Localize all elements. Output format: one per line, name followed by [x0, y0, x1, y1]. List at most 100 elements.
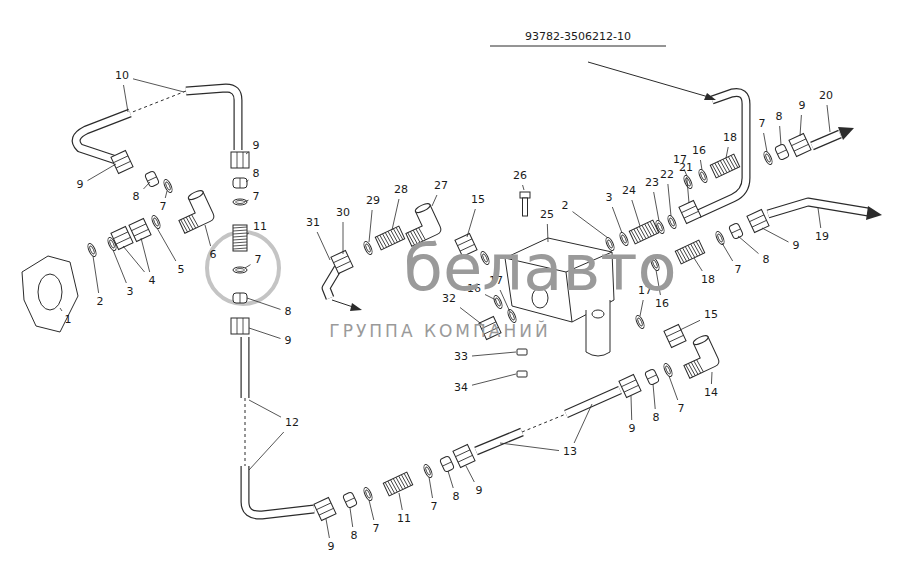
ring-part [697, 168, 708, 183]
callout-number: 22 [659, 169, 675, 181]
leader-line [669, 376, 678, 400]
callout-number: 10 [114, 70, 130, 82]
callout-number: 7 [758, 118, 767, 130]
callout-number: 9 [628, 423, 637, 435]
leader-line [762, 228, 789, 242]
callout-number: 7 [677, 403, 686, 415]
leader-line [317, 232, 330, 260]
ring-part [662, 362, 673, 377]
nut-part [440, 456, 455, 473]
thread-part [375, 226, 404, 250]
callout-number: 9 [284, 335, 293, 347]
leader-line [722, 243, 733, 261]
callout-number: 8 [252, 168, 261, 180]
callout-number: 25 [539, 209, 555, 221]
leader-line [738, 236, 759, 254]
callout-number: 33 [453, 351, 469, 363]
callout-number: 7 [159, 201, 168, 213]
leader-line [113, 250, 126, 283]
callout-number: 27 [433, 180, 449, 192]
leader-line [653, 384, 655, 409]
hex-part [314, 497, 336, 520]
leader-line [60, 308, 62, 311]
callout-number: 12 [284, 417, 300, 429]
leader-line [245, 265, 251, 268]
small-part [517, 349, 527, 355]
ring-part [162, 178, 173, 193]
callout-number: 17 [672, 154, 688, 166]
watermark-logo-text: белавто [403, 233, 676, 303]
leader-line [246, 152, 249, 154]
elbow-part [171, 189, 216, 233]
callout-number: 1 [64, 314, 73, 326]
callout-number: 28 [393, 184, 409, 196]
leader-line [680, 320, 700, 330]
callout-number: 11 [252, 221, 268, 233]
thread-part [233, 225, 247, 251]
callout-number: 16 [691, 145, 707, 157]
tube [245, 398, 246, 466]
tube [130, 91, 186, 113]
leader-line [631, 396, 633, 420]
callout-number: 7 [372, 523, 381, 535]
hex-part [111, 226, 133, 249]
callout-number: 26 [512, 170, 528, 182]
callout-number: 2 [561, 200, 570, 212]
hex-part [129, 218, 151, 241]
arrow-head [838, 127, 854, 140]
small-part [517, 371, 527, 377]
hex-part [789, 133, 811, 156]
leader-line [818, 208, 821, 228]
hex-part [679, 200, 701, 223]
leader-line [350, 508, 353, 527]
leader-line [700, 160, 702, 170]
callout-number: 14 [703, 387, 719, 399]
leader-line [93, 256, 99, 293]
thread-part [383, 472, 412, 496]
ring-part [233, 267, 247, 273]
callout-number: 18 [700, 274, 716, 286]
title-leader [588, 62, 712, 98]
leader-line [472, 352, 516, 356]
callout-number: 9 [252, 140, 261, 152]
callout-number: 6 [209, 249, 218, 261]
tube [522, 414, 566, 432]
callout-number: 15 [470, 194, 486, 206]
callout-number: 8 [284, 306, 293, 318]
title-underline [490, 46, 666, 47]
leader-line [668, 184, 671, 216]
callout-number: 8 [452, 491, 461, 503]
nut-part [233, 293, 247, 303]
callout-number: 8 [350, 530, 359, 542]
leader-line [574, 404, 592, 443]
ring-part [362, 240, 373, 255]
ring-part [634, 314, 645, 329]
nut-part [729, 223, 744, 240]
leader-line [711, 372, 713, 384]
watermark-text: ГРУППА КОМПАНИЙ [329, 321, 550, 341]
callout-number: 8 [652, 412, 661, 424]
callout-number: 23 [644, 177, 660, 189]
thread-part [675, 240, 704, 264]
thread-part [710, 154, 739, 178]
valve-housing [22, 256, 78, 332]
callout-number: 30 [335, 207, 351, 219]
hex-part [111, 150, 133, 173]
hex-part [231, 318, 249, 334]
leader-line [632, 200, 640, 226]
ring-part [150, 214, 161, 229]
nut-part [233, 178, 247, 188]
leader-line [124, 85, 129, 112]
leader-line [466, 466, 474, 482]
leader-line [472, 374, 516, 385]
callout-number: 4 [148, 275, 157, 287]
callout-number: 34 [453, 382, 469, 394]
hex-part [231, 152, 249, 168]
tube [326, 268, 338, 298]
bolt-part [520, 192, 530, 216]
leader-line [157, 228, 176, 261]
tube [245, 466, 314, 515]
arrow-head [350, 303, 362, 311]
hex-part [619, 374, 641, 397]
tube [812, 134, 840, 146]
